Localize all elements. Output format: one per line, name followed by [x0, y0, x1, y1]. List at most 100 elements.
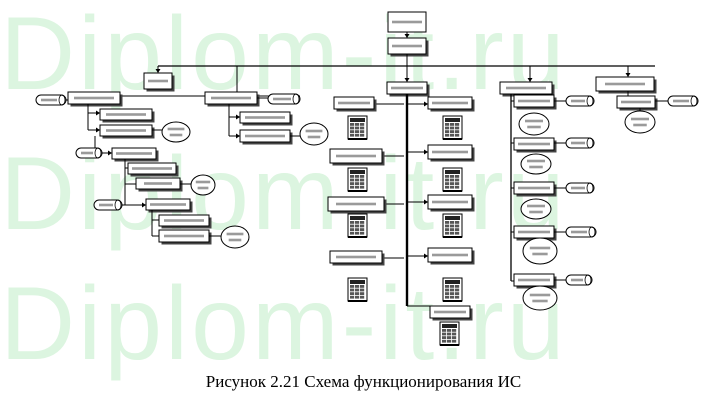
spreadsheet-icon-cell [445, 288, 450, 292]
spreadsheet-icon-cell [350, 221, 355, 224]
report-ellipse [624, 110, 656, 134]
spreadsheet-icon-cell [450, 224, 455, 228]
spreadsheet-icon-cell [355, 133, 360, 137]
illegible-label [571, 99, 585, 103]
spreadsheet-icon-cell [452, 339, 457, 343]
spreadsheet-icon-cell [350, 175, 355, 178]
spreadsheet-icon-cell [350, 130, 355, 133]
illegible-label [228, 238, 242, 242]
spreadsheet-icon-cell [445, 228, 450, 231]
spreadsheet-icon-header [445, 216, 460, 220]
illegible-label [506, 86, 546, 90]
database-cap [586, 137, 594, 149]
spreadsheet-icon-cell [355, 130, 360, 133]
spreadsheet-icon-cell [455, 224, 460, 228]
illegible-label [527, 204, 545, 208]
report-ellipse [520, 198, 552, 220]
database-cap [58, 94, 66, 106]
illegible-label [195, 180, 211, 184]
spreadsheet-icon-cell [450, 231, 455, 235]
spreadsheet-icon-cell [455, 228, 460, 231]
illegible-label [529, 246, 551, 250]
spreadsheet-icon-cell [355, 123, 360, 126]
spreadsheet-icon-cell [450, 285, 455, 288]
report-ellipse [190, 174, 216, 196]
spreadsheet-icon-cell [450, 133, 455, 137]
spreadsheet-icon-cell [355, 285, 360, 288]
spreadsheet-icon-cell [350, 231, 355, 235]
spreadsheet-icon-header [442, 324, 457, 328]
illegible-label [336, 154, 376, 158]
arrow-head [424, 199, 428, 205]
spreadsheet-icon-cell [355, 231, 360, 235]
spreadsheet-icon-cell [445, 175, 450, 178]
spreadsheet-icon-cell [450, 185, 455, 189]
spreadsheet-icon-cell [445, 130, 450, 133]
illegible-label [527, 159, 545, 163]
spreadsheet-icon-cell [455, 182, 460, 185]
spreadsheet-icon-cell [355, 224, 360, 228]
arrow-head [424, 101, 428, 107]
illegible-label [245, 116, 285, 119]
spreadsheet-icon-cell [350, 182, 355, 185]
arrow-head [155, 69, 161, 73]
spreadsheet-icon-cell [355, 178, 360, 182]
database-cap [588, 226, 596, 238]
illegible-label [81, 151, 93, 155]
illegible-label [164, 219, 204, 222]
spreadsheet-icon-cell [450, 126, 455, 130]
spreadsheet-icon-cell [360, 295, 365, 299]
illegible-label [621, 100, 651, 104]
spreadsheet-icon-cell [452, 332, 457, 336]
illegible-label [211, 96, 251, 100]
spreadsheet-icon-cell [355, 288, 360, 292]
spreadsheet-icon-cell [350, 178, 355, 182]
illegible-label [432, 200, 468, 204]
spreadsheet-icon-cell [450, 228, 455, 231]
spreadsheet-icon-cell [445, 133, 450, 137]
spreadsheet-icon-cell [350, 295, 355, 299]
illegible-label [432, 101, 468, 105]
illegible-label [245, 134, 285, 138]
spreadsheet-icon-cell [360, 285, 365, 288]
spreadsheet-icon-cell [455, 185, 460, 189]
arrow-head [424, 149, 428, 155]
spreadsheet-icon-cell [360, 185, 365, 189]
illegible-label [571, 186, 585, 190]
spreadsheet-icon-cell [360, 231, 365, 235]
spreadsheet-icon-cell [442, 339, 447, 343]
spreadsheet-icon-cell [455, 133, 460, 137]
illegible-label [144, 182, 172, 185]
arrow-head [625, 73, 631, 77]
spreadsheet-icon-cell [350, 185, 355, 189]
arrow-head [96, 127, 100, 133]
illegible-label [571, 278, 583, 282]
illegible-label [338, 101, 370, 105]
spreadsheet-icon-header [445, 170, 460, 174]
illegible-label [197, 186, 209, 190]
report-ellipse [522, 237, 558, 265]
illegible-label [571, 230, 587, 234]
diagram-canvas [35, 11, 699, 346]
illegible-label [631, 117, 649, 121]
spreadsheet-icon-cell [445, 292, 450, 295]
spreadsheet-icon-cell [355, 185, 360, 189]
spreadsheet-icon-header [350, 216, 365, 220]
database-cap [94, 147, 102, 159]
spreadsheet-icon-cell [350, 224, 355, 228]
spreadsheet-icon-cell [350, 228, 355, 231]
arrow-head [108, 150, 112, 156]
illegible-label [392, 20, 422, 24]
arrow-head [404, 78, 410, 82]
spreadsheet-icon-cell [350, 133, 355, 137]
spreadsheet-icon-header [350, 280, 365, 284]
spreadsheet-icon-cell [445, 126, 450, 130]
illegible-label [116, 152, 152, 155]
spreadsheet-icon-cell [360, 288, 365, 292]
spreadsheet-icon-cell [455, 126, 460, 130]
spreadsheet-icon-cell [450, 178, 455, 182]
spreadsheet-icon-cell [360, 126, 365, 130]
database-cap [114, 199, 122, 211]
illegible-label [529, 165, 543, 169]
spreadsheet-icon-cell [445, 123, 450, 126]
